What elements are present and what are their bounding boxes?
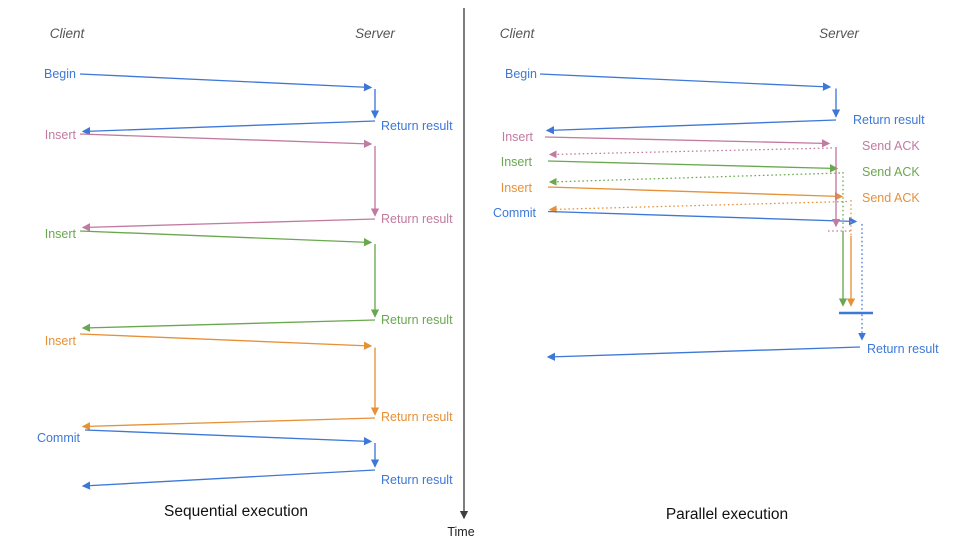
- seq-insert2-label: Insert: [45, 227, 77, 241]
- seq-commit-request-arrow: [84, 429, 373, 446]
- seq-insert2-response-label: Return result: [381, 313, 453, 327]
- time-axis-label: Time: [447, 525, 474, 539]
- parallel-diagram: Client Server Begin Return result Insert…: [493, 26, 939, 523]
- seq-client-header: Client: [50, 26, 86, 41]
- seq-begin-request-arrow: [79, 73, 373, 92]
- par-insert3-request-arrow: [547, 186, 844, 201]
- seq-begin-response-arrow: [81, 120, 376, 136]
- par-insert1-ack-arrow: [548, 147, 833, 159]
- par-commit-request-arrow: [547, 210, 858, 226]
- sequential-caption: Sequential execution: [164, 503, 308, 520]
- seq-commit-response-label: Return result: [381, 473, 453, 487]
- seq-begin-label: Begin: [44, 67, 76, 81]
- seq-insert1-response-arrow: [81, 218, 376, 232]
- seq-insert3-response-label: Return result: [381, 410, 453, 424]
- seq-insert3-response-arrow: [81, 417, 376, 431]
- par-begin-label: Begin: [505, 67, 537, 81]
- seq-insert2-response-arrow: [81, 319, 376, 332]
- par-client-header: Client: [500, 26, 536, 41]
- par-insert1-label: Insert: [502, 130, 534, 144]
- seq-insert1-request-arrow: [79, 133, 373, 148]
- par-insert1-ack-label: Send ACK: [862, 139, 920, 153]
- par-insert2-ack-arrow: [548, 172, 841, 186]
- par-server-header: Server: [819, 26, 859, 41]
- par-insert1-request-arrow: [544, 136, 831, 148]
- par-begin-request-arrow: [539, 73, 832, 91]
- seq-insert1-response-label: Return result: [381, 212, 453, 226]
- seq-server-header: Server: [355, 26, 395, 41]
- par-commit-response-arrow: [546, 346, 861, 361]
- par-insert3-ack-label: Send ACK: [862, 191, 920, 205]
- seq-insert2-request-arrow: [79, 230, 373, 247]
- par-commit-response-label: Return result: [867, 342, 939, 356]
- seq-insert3-request-arrow: [79, 333, 373, 350]
- par-begin-response-label: Return result: [853, 113, 925, 127]
- seq-begin-response-label: Return result: [381, 119, 453, 133]
- time-axis: Time: [447, 8, 475, 539]
- sequential-diagram: Client Server Begin Return result Insert…: [37, 26, 453, 520]
- par-insert2-ack-label: Send ACK: [862, 165, 920, 179]
- seq-commit-response-arrow: [81, 469, 376, 490]
- par-commit-label: Commit: [493, 206, 537, 220]
- parallel-caption: Parallel execution: [666, 506, 788, 523]
- seq-commit-label: Commit: [37, 431, 81, 445]
- par-begin-response-arrow: [545, 119, 837, 135]
- par-insert2-label: Insert: [501, 155, 533, 169]
- par-insert3-ack-arrow: [548, 200, 848, 214]
- seq-insert1-label: Insert: [45, 128, 77, 142]
- par-insert3-label: Insert: [501, 181, 533, 195]
- seq-insert3-label: Insert: [45, 334, 77, 348]
- par-insert2-request-arrow: [547, 160, 839, 173]
